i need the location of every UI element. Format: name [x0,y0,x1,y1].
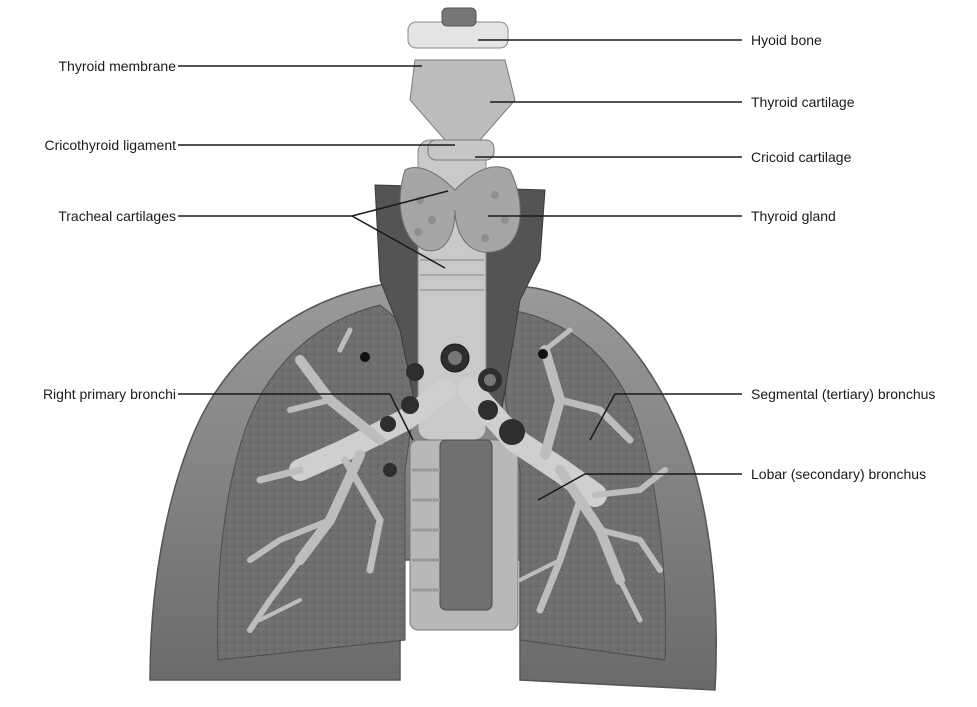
epiglottis [442,8,476,26]
label-cricoid-cartilage: Cricoid cartilage [751,149,851,165]
label-right-primary-bronchi: Right primary bronchi [43,386,176,402]
thyroid-cartilage [410,60,515,140]
label-thyroid-membrane: Thyroid membrane [59,58,177,74]
label-hyoid-bone: Hyoid bone [751,32,822,48]
label-thyroid-cartilage: Thyroid cartilage [751,94,855,110]
label-cricothyroid-ligament: Cricothyroid ligament [45,137,177,153]
descending-aorta [440,440,492,610]
label-tracheal-cartilages: Tracheal cartilages [58,208,176,224]
label-thyroid-gland: Thyroid gland [751,208,836,224]
label-lobar-bronchus: Lobar (secondary) bronchus [751,466,926,482]
label-segmental-bronchus: Segmental (tertiary) bronchus [751,386,935,402]
